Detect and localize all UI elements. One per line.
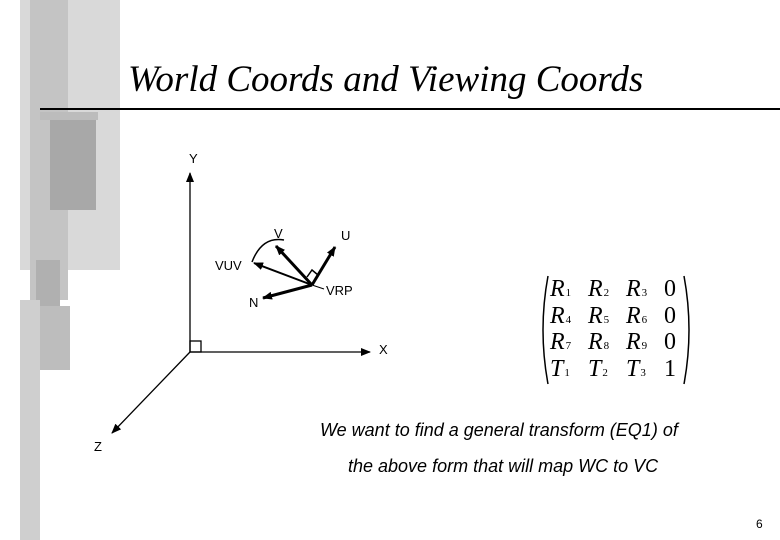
page-number: 6 bbox=[756, 517, 763, 531]
matrix-cell: T3 bbox=[626, 356, 664, 383]
v-vector bbox=[274, 244, 314, 287]
matrix-cell: R9 bbox=[626, 329, 664, 356]
matrix-cell-index: 3 bbox=[641, 287, 648, 299]
matrix-cell-symbol: 0 bbox=[664, 302, 676, 329]
decor-block bbox=[40, 112, 98, 120]
matrix-cell-symbol: T bbox=[588, 355, 602, 382]
matrix-cell-symbol: T bbox=[626, 355, 640, 382]
matrix-cell-index: 7 bbox=[565, 340, 572, 352]
matrix-cell-symbol: 0 bbox=[664, 329, 676, 355]
matrix-cell: R8 bbox=[588, 329, 626, 356]
matrix-cell-index: 5 bbox=[603, 313, 610, 326]
matrix-cell-symbol: R bbox=[626, 302, 641, 329]
decor-block bbox=[38, 306, 70, 370]
matrix-cell-symbol: R bbox=[588, 329, 603, 355]
matrix-cell: T1 bbox=[550, 356, 588, 383]
vuv-vector bbox=[253, 262, 313, 286]
matrix-cell-index: 8 bbox=[603, 340, 610, 352]
matrix-cell-symbol: R bbox=[550, 276, 565, 302]
matrix-cell-symbol: R bbox=[588, 276, 603, 302]
decor-block bbox=[50, 118, 96, 210]
matrix-cell: 0 bbox=[664, 303, 694, 330]
matrix-cell-symbol: 0 bbox=[664, 276, 676, 302]
matrix-cell: R3 bbox=[626, 276, 664, 303]
matrix-cell-symbol: R bbox=[588, 302, 603, 329]
matrix-cell-symbol: R bbox=[550, 302, 565, 329]
matrix-cell: 0 bbox=[664, 276, 694, 303]
matrix-cell-index: 3 bbox=[640, 366, 646, 379]
decor-strip bbox=[20, 300, 40, 540]
u-vector bbox=[310, 246, 337, 286]
caption-line-2: the above form that will map WC to VC bbox=[348, 456, 659, 476]
matrix-cell: R2 bbox=[588, 276, 626, 303]
matrix-cell-symbol: R bbox=[550, 329, 565, 355]
matrix-cell: T2 bbox=[588, 356, 626, 383]
title-divider bbox=[40, 108, 780, 110]
matrix-cell-symbol: R bbox=[626, 276, 641, 302]
vrp-label: VRP bbox=[326, 283, 353, 298]
matrix-cell-index: 2 bbox=[603, 287, 610, 299]
right-angle-marker bbox=[306, 268, 319, 278]
v-label: V bbox=[274, 226, 283, 241]
matrix-cell-symbol: 1 bbox=[664, 355, 676, 382]
z-axis bbox=[111, 351, 191, 434]
z-axis-label: Z bbox=[94, 439, 102, 454]
matrix-cell-index: 1 bbox=[565, 287, 572, 299]
matrix-cell-index: 4 bbox=[565, 313, 572, 326]
matrix-cell: R6 bbox=[626, 303, 664, 330]
vrp-pointer bbox=[311, 284, 325, 290]
matrix-cell-symbol: R bbox=[626, 329, 641, 355]
matrix-cell-index: 2 bbox=[602, 366, 608, 379]
origin-marker bbox=[189, 340, 202, 353]
vuv-curve bbox=[251, 238, 285, 263]
slide-title: World Coords and Viewing Coords bbox=[128, 59, 644, 100]
vuv-label: VUV bbox=[215, 258, 242, 273]
matrix-cell: R1 bbox=[550, 276, 588, 303]
matrix-cell: 1 bbox=[664, 356, 694, 383]
matrix-cell: R5 bbox=[588, 303, 626, 330]
n-vector bbox=[262, 283, 313, 300]
u-label: U bbox=[341, 228, 351, 243]
x-axis-label: X bbox=[379, 342, 388, 357]
matrix-cell-symbol: T bbox=[550, 355, 564, 382]
matrix-cell-index: 9 bbox=[641, 340, 648, 352]
y-axis-label: Y bbox=[189, 151, 198, 166]
matrix-cell-index: 1 bbox=[564, 366, 570, 379]
matrix-cell: R4 bbox=[550, 303, 588, 330]
matrix-cell: 0 bbox=[664, 329, 694, 356]
matrix-cell-index: 6 bbox=[641, 313, 648, 326]
decor-block bbox=[36, 260, 60, 306]
n-label: N bbox=[249, 295, 259, 310]
matrix-cell: R7 bbox=[550, 329, 588, 356]
caption-line-1: We want to find a general transform (EQ1… bbox=[320, 420, 678, 440]
matrix-brackets bbox=[542, 275, 690, 385]
